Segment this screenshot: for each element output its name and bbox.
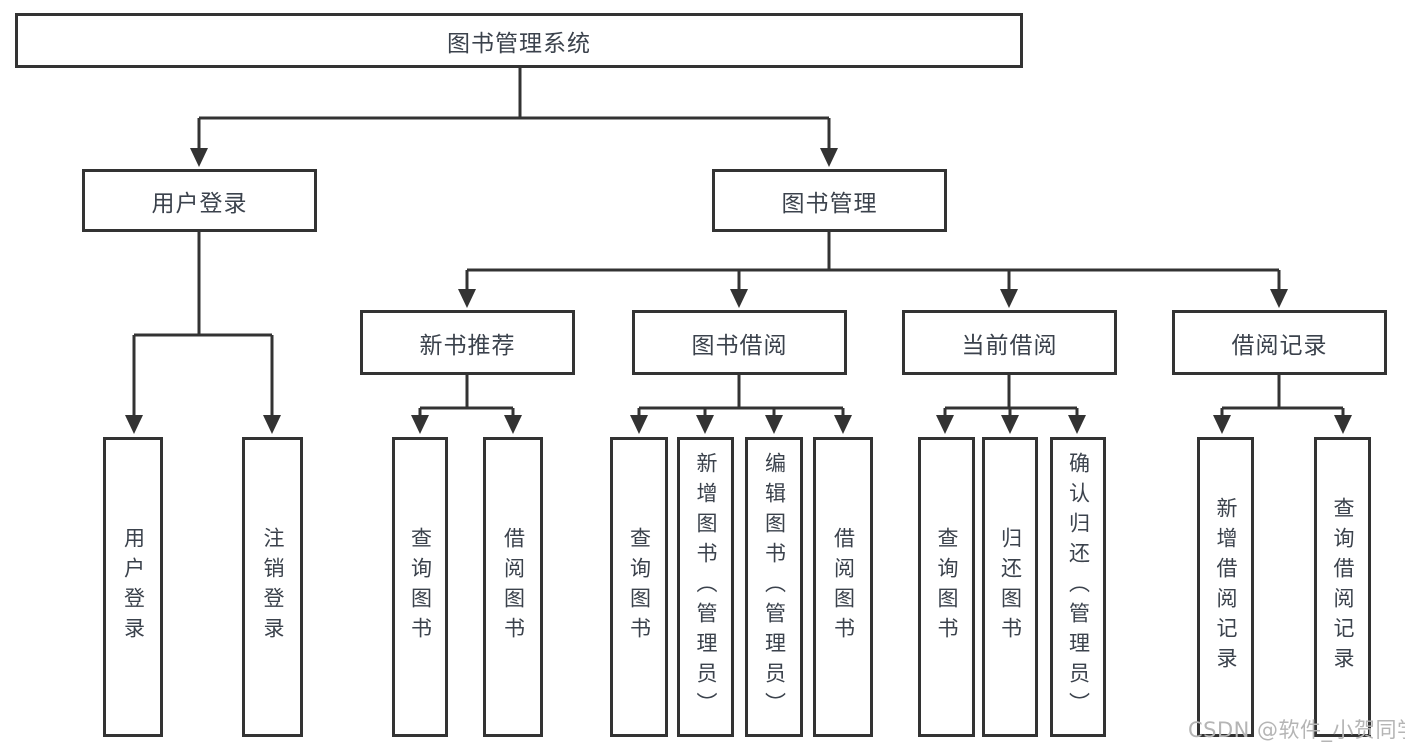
leaf-query-books-current: 查询图书 [918,437,975,737]
node-book-management: 图书管理 [712,169,947,232]
node-new-books: 新书推荐 [360,310,575,375]
leaf-label: 归还图书 [998,527,1023,647]
leaf-label: 借阅图书 [501,527,526,647]
leaf-label: 新增图书（管理员） [694,452,719,722]
leaf-label: 借阅图书 [831,527,856,647]
leaf-user-login: 用户登录 [103,437,163,737]
leaf-add-borrow-record: 新增借阅记录 [1197,437,1254,737]
leaf-return-book: 归还图书 [982,437,1038,737]
node-user-login-label: 用户登录 [151,190,248,217]
leaf-query-borrow-record: 查询借阅记录 [1314,437,1371,737]
node-new-books-label: 新书推荐 [419,332,516,359]
node-book-management-label: 图书管理 [781,190,878,217]
leaf-borrow-books-newbooks: 借阅图书 [483,437,543,737]
leaf-label: 查询图书 [408,527,433,647]
node-borrow-records-label: 借阅记录 [1231,332,1328,359]
leaf-add-book-admin: 新增图书（管理员） [677,437,734,737]
leaf-query-books-newbooks: 查询图书 [392,437,448,737]
node-user-login: 用户登录 [82,169,317,232]
node-book-borrowing: 图书借阅 [632,310,847,375]
node-current-borrowing-label: 当前借阅 [961,332,1058,359]
leaf-logout: 注销登录 [242,437,303,737]
leaf-borrow-books-borrowing: 借阅图书 [813,437,873,737]
leaf-label: 查询图书 [935,527,960,647]
leaf-label: 确认归还（管理员） [1066,452,1091,722]
node-root-label: 图书管理系统 [447,30,591,57]
node-borrow-records: 借阅记录 [1172,310,1387,375]
node-root: 图书管理系统 [15,13,1023,68]
node-book-borrowing-label: 图书借阅 [691,332,788,359]
leaf-label: 编辑图书（管理员） [762,452,787,722]
leaf-label: 用户登录 [121,527,146,647]
leaf-label: 查询图书 [627,527,652,647]
leaf-label: 新增借阅记录 [1214,497,1239,677]
leaf-edit-book-admin: 编辑图书（管理员） [745,437,803,737]
node-current-borrowing: 当前借阅 [902,310,1117,375]
leaf-confirm-return-admin: 确认归还（管理员） [1050,437,1106,737]
leaf-query-books-borrowing: 查询图书 [610,437,668,737]
leaf-label: 注销登录 [261,527,286,647]
leaf-label: 查询借阅记录 [1331,497,1356,677]
watermark: CSDN @软件_小贺同学 [1188,718,1405,742]
